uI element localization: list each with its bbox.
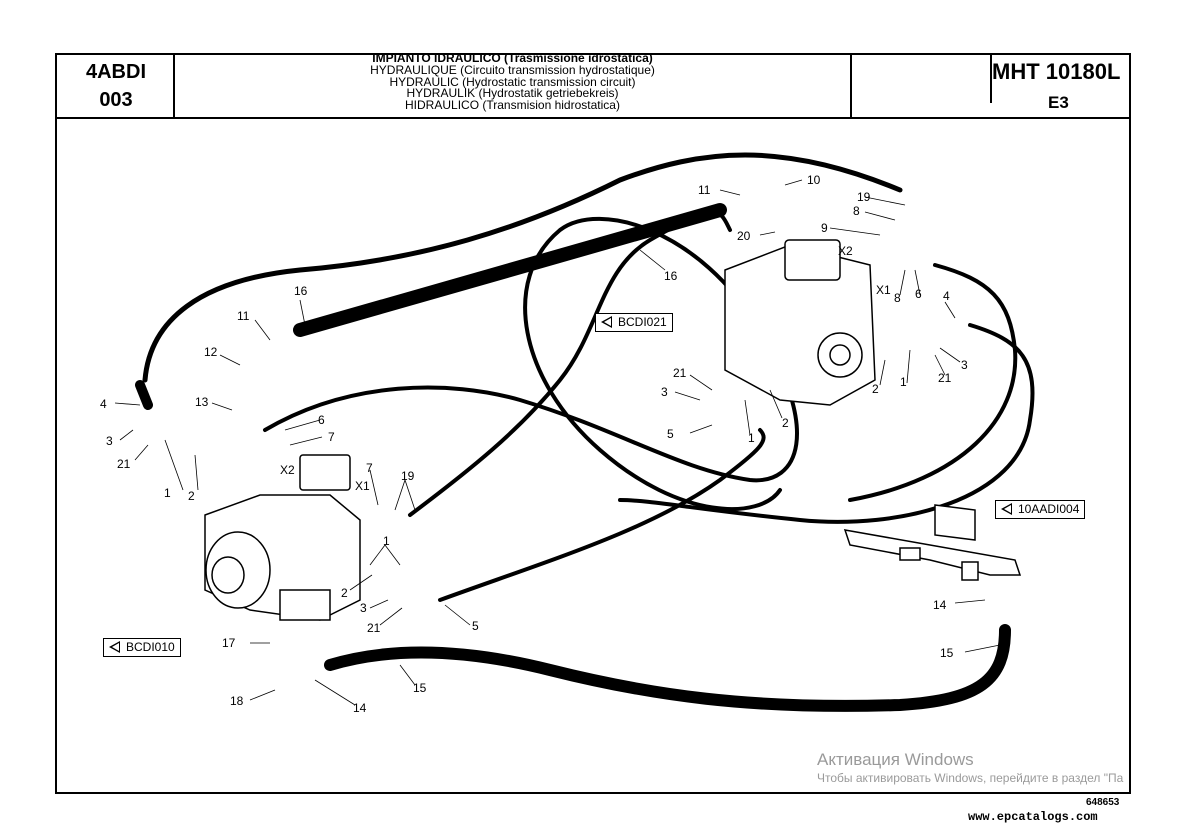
arrow-left-icon (601, 316, 612, 328)
section-number: 003 (99, 89, 133, 111)
manifold-block (843, 504, 1022, 581)
callout-14-left: 14 (353, 701, 367, 715)
hose-5-lower (438, 428, 766, 602)
hose-15 (324, 624, 1011, 712)
callout-19-right: 19 (857, 190, 871, 204)
callout-4-right: 4 (943, 289, 950, 303)
callout-15-right: 15 (940, 646, 954, 660)
callout-16-right: 16 (664, 269, 678, 283)
arrow-left-icon (1001, 503, 1012, 515)
model-divider (990, 53, 992, 103)
port-x1-left: X1 (355, 479, 370, 493)
activation-watermark-text: Чтобы активировать Windows, перейдите в … (817, 771, 1124, 785)
callout-13: 13 (195, 395, 209, 409)
title-german: HYDRAULIK (Hydrostatik getriebekreis) (406, 86, 619, 101)
callout-1-mid: 1 (383, 534, 390, 548)
machine-variant: E3 (1048, 93, 1069, 112)
reference-code: BCDI021 (618, 315, 667, 329)
reference-tag-pump[interactable]: BCDI021 (595, 313, 673, 332)
callout-15-left: 15 (413, 681, 427, 695)
title-french: HYDRAULIQUE (Circuito transmission hydro… (370, 62, 655, 77)
callouts: 4 3 21 1 2 12 11 16 13 6 7 7 19 1 2 3 21… (100, 173, 968, 715)
leader-lines (114, 179, 1001, 706)
hose-4-left (135, 380, 153, 410)
callout-18: 18 (230, 694, 244, 708)
callout-21-pump: 21 (673, 366, 687, 380)
callout-8-right: 8 (894, 291, 901, 305)
callout-2-mid: 2 (341, 586, 348, 600)
reference-code: BCDI010 (126, 640, 175, 654)
hydraulic-motor-left (204, 454, 361, 621)
title-english: HYDRAULIC (Hydrostatic transmission circ… (389, 74, 636, 89)
site-watermark: www.epcatalogs.com (968, 810, 1098, 824)
callout-12: 12 (204, 345, 218, 359)
drawing-number: 648653 (1086, 797, 1120, 808)
callout-7-left: 7 (328, 430, 335, 444)
callout-2-left: 2 (188, 489, 195, 503)
callout-21-left: 21 (117, 457, 131, 471)
callout-8-top: 8 (853, 204, 860, 218)
machine-model: MHT 10180L (992, 59, 1121, 84)
hydraulic-pump-right (724, 239, 876, 406)
model-cell: MHT 10180L E3 (852, 53, 1130, 119)
callout-14-right: 14 (933, 598, 947, 612)
callout-9: 9 (821, 221, 828, 235)
callout-10: 10 (807, 173, 821, 187)
hoses (135, 152, 1035, 712)
callout-19-left: 19 (401, 469, 415, 483)
drawing-frame (55, 53, 1131, 794)
callout-6-left: 6 (318, 413, 325, 427)
reference-code: 10AADI004 (1018, 502, 1080, 516)
hose-6-right (848, 263, 1018, 502)
callout-3-pump: 3 (661, 385, 668, 399)
title-spanish: HIDRAULICO (Transmision hidrostatica) (405, 98, 620, 113)
title-italian: IMPIANTO IDRAULICO (Trasmissione idrosta… (372, 51, 653, 65)
callout-1-left: 1 (164, 486, 171, 500)
callout-2-right: 2 (872, 382, 879, 396)
callout-5-mid: 5 (472, 619, 479, 633)
callout-3-right: 3 (961, 358, 968, 372)
callout-4-left: 4 (100, 397, 107, 411)
callout-3-left: 3 (106, 434, 113, 448)
port-x2-right: X2 (838, 244, 853, 258)
callout-20: 20 (737, 229, 751, 243)
callout-21-mid: 21 (367, 621, 381, 635)
arrow-left-icon (109, 641, 120, 653)
callout-7-mid: 7 (366, 461, 373, 475)
activation-watermark-title: Активация Windows (817, 750, 974, 769)
callout-1-pump: 1 (748, 431, 755, 445)
hose-crossing-2 (408, 210, 732, 517)
callout-6-right: 6 (915, 287, 922, 301)
callout-17: 17 (222, 636, 236, 650)
hose-4-right (618, 323, 1035, 524)
section-code: 4ABDI (85, 61, 146, 83)
section-code-cell: 4ABDI 003 (55, 53, 175, 119)
title-cell: IMPIANTO IDRAULICO (Trasmissione idrosta… (175, 51, 852, 119)
callout-3-mid: 3 (360, 601, 367, 615)
port-x1-right: X1 (876, 283, 891, 297)
reference-tag-manifold[interactable]: 10AADI004 (995, 500, 1086, 519)
callout-1-right: 1 (900, 375, 907, 389)
reference-tag-motor[interactable]: BCDI010 (103, 638, 181, 657)
callout-21-right: 21 (938, 371, 952, 385)
hose-16-left (142, 152, 903, 383)
callout-5-pump: 5 (667, 427, 674, 441)
callout-11-right: 11 (698, 183, 711, 197)
callout-11-left: 11 (237, 309, 250, 323)
callout-2-pump: 2 (782, 416, 789, 430)
port-x2-left: X2 (280, 463, 295, 477)
callout-16-left: 16 (294, 284, 308, 298)
